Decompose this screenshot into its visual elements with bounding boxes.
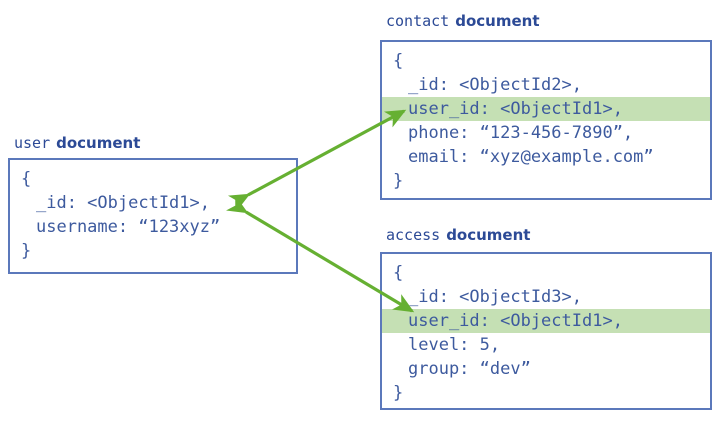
contact-document-label-name: contact <box>386 12 450 30</box>
user-document-box: { _id: <ObjectId1>, username: “123xyz” } <box>8 158 298 274</box>
user-document-label-kind: document <box>56 134 141 152</box>
access-document-line-5: } <box>393 383 404 403</box>
contact-document-label: contact document <box>386 12 539 30</box>
user-document-line-1: _id: <ObjectId1>, <box>36 193 210 213</box>
access-document-line-4: group: “dev” <box>408 359 531 379</box>
contact-document-line-0: { <box>393 51 404 71</box>
contact-document-line-4: email: “xyz@example.com” <box>408 147 654 167</box>
access-document-line-3: level: 5, <box>408 335 501 355</box>
contact-document-label-kind: document <box>455 12 540 30</box>
contact-document-box: { _id: <ObjectId2>, user_id: <ObjectId1>… <box>380 40 712 200</box>
user-document-line-3: } <box>21 241 32 261</box>
access-document-label: access document <box>386 226 530 244</box>
access-document-line-1: _id: <ObjectId3>, <box>408 287 582 307</box>
user-document-label: user document <box>14 134 140 152</box>
contact-document-line-5: } <box>393 171 404 191</box>
contact-document-line-3: phone: “123-456-7890”, <box>408 123 634 143</box>
contact-document-line-2-user-id: user_id: <ObjectId1>, <box>382 97 710 121</box>
user-document-line-2: username: “123xyz” <box>36 217 221 237</box>
user-document-label-name: user <box>14 134 51 152</box>
user-document-line-0: { <box>21 169 32 189</box>
access-document-label-kind: document <box>446 226 531 244</box>
access-document-line-2-user-id: user_id: <ObjectId1>, <box>382 309 710 333</box>
contact-document-line-1: _id: <ObjectId2>, <box>408 75 582 95</box>
access-document-line-0: { <box>393 263 404 283</box>
access-document-box: { _id: <ObjectId3>, user_id: <ObjectId1>… <box>380 252 712 410</box>
access-document-label-name: access <box>386 226 441 244</box>
